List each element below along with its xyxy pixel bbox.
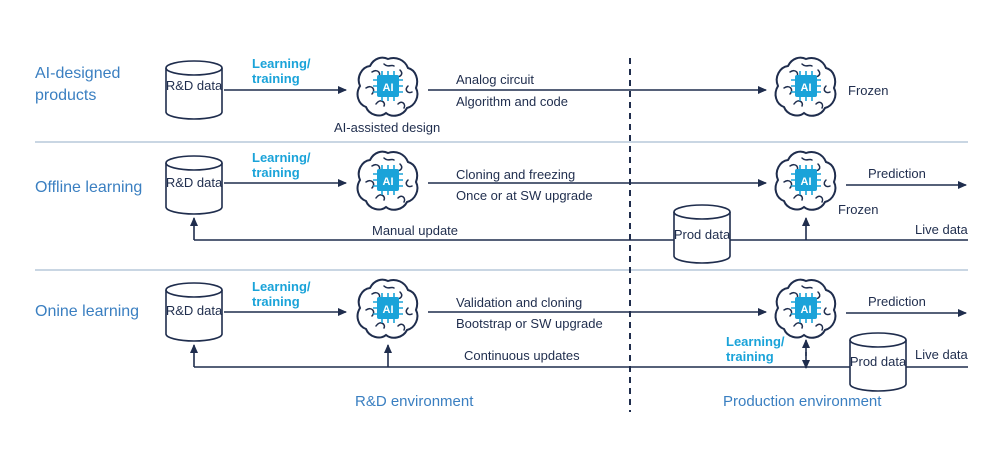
ai-brain-label: AI (383, 82, 394, 94)
production-environment-label: Production environment (723, 393, 882, 410)
arrow-label-bottom: Bootstrap or SW upgrade (456, 316, 603, 331)
ai-assisted-design-caption: AI-assisted design (334, 120, 441, 135)
prod-data-label: Prod data (673, 227, 731, 242)
arrow-label-top: Analog circuit (456, 72, 535, 87)
ai-brain-label: AI (383, 304, 394, 316)
live-data-label: Live data (915, 347, 968, 362)
continuous-updates-label: Continuous updates (464, 348, 580, 363)
arrow-label-bottom: Algorithm and code (456, 94, 569, 109)
prediction-label: Prediction (868, 166, 926, 181)
prediction-label: Prediction (868, 294, 926, 309)
frozen-label: Frozen (848, 83, 889, 98)
learning-training-label: Learning/ training (726, 334, 785, 364)
live-data-label: Live data (915, 222, 968, 237)
rd-environment-label: R&D environment (355, 393, 474, 410)
prod-data-label: Prod data (849, 354, 907, 369)
arrow-label-top: Cloning and freezing (456, 167, 576, 182)
ai-brain-label: AI (383, 176, 394, 188)
rd-data-label: R&D data (165, 78, 223, 93)
learning-training-label: Learning/ training (252, 56, 311, 86)
learning-training-label: Learning/ training (252, 150, 311, 180)
row-label-online-learning: Onine learning (35, 303, 140, 320)
arrow-label-top: Validation and cloning (456, 295, 583, 310)
rd-data-label: R&D data (165, 303, 223, 318)
arrow-label-bottom: Once or at SW upgrade (456, 188, 593, 203)
ai-brain-label: AI (801, 82, 812, 94)
manual-update-label: Manual update (372, 223, 459, 238)
row-label-ai-designed: AI-designed products (35, 65, 121, 104)
row-label-offline-learning: Offline learning (35, 179, 143, 196)
frozen-label: Frozen (838, 202, 879, 217)
ai-brain-label: AI (801, 304, 812, 316)
rd-data-label: R&D data (165, 175, 223, 190)
learning-training-label: Learning/ training (252, 279, 311, 309)
ai-brain-label: AI (801, 176, 812, 188)
